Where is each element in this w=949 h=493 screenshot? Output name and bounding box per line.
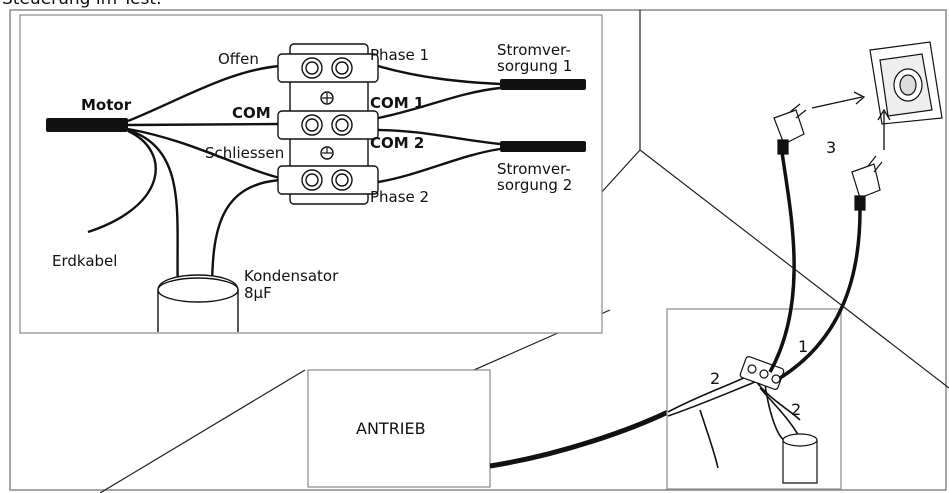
supply1-label-line1: Stromver- <box>497 41 571 59</box>
motor-wires <box>87 64 281 293</box>
step-2b-label: 2 <box>791 400 801 419</box>
motor-cable <box>46 118 128 132</box>
offen-label: Offen <box>218 50 259 68</box>
wall-socket <box>869 41 943 125</box>
step-2a-label: 2 <box>710 369 720 388</box>
schliessen-label: Schliessen <box>205 144 284 162</box>
outer-frame <box>9 9 947 491</box>
com1-label: COM 1 <box>370 94 424 112</box>
motor-label: Motor <box>81 96 132 114</box>
com-left-label: COM <box>232 104 271 122</box>
drive-cable <box>489 409 670 469</box>
plug-cables <box>768 151 862 380</box>
step-1-label: 1 <box>798 337 808 356</box>
phase2-label: Phase 2 <box>370 188 429 206</box>
detail-capacitor <box>782 433 818 484</box>
capacitor <box>157 274 239 332</box>
arrows <box>811 91 891 150</box>
capacitor-label-line1: Kondensator <box>244 267 339 285</box>
diagram-caption: Steuerung im Test: <box>2 0 162 9</box>
supply-wires <box>377 64 501 184</box>
capacitor-label-line2: 8µF <box>244 284 272 302</box>
drive-box <box>307 369 491 488</box>
drive-label: ANTRIEB <box>356 419 426 438</box>
supply-cable-2 <box>500 141 586 152</box>
com2-label: COM 2 <box>370 134 424 152</box>
plug-2 <box>851 155 883 211</box>
plug-1 <box>773 103 807 155</box>
supply2-label-line1: Stromver- <box>497 160 571 178</box>
phase1-label: Phase 1 <box>370 46 429 64</box>
earth-label: Erdkabel <box>52 252 117 270</box>
supply1-label-line2: sorgung 1 <box>497 57 572 75</box>
supply2-label-line2: sorgung 2 <box>497 176 572 194</box>
step-3-label: 3 <box>826 138 836 157</box>
terminal-block <box>277 43 379 205</box>
detail-terminal <box>739 356 785 390</box>
supply-cable-1 <box>500 79 586 90</box>
